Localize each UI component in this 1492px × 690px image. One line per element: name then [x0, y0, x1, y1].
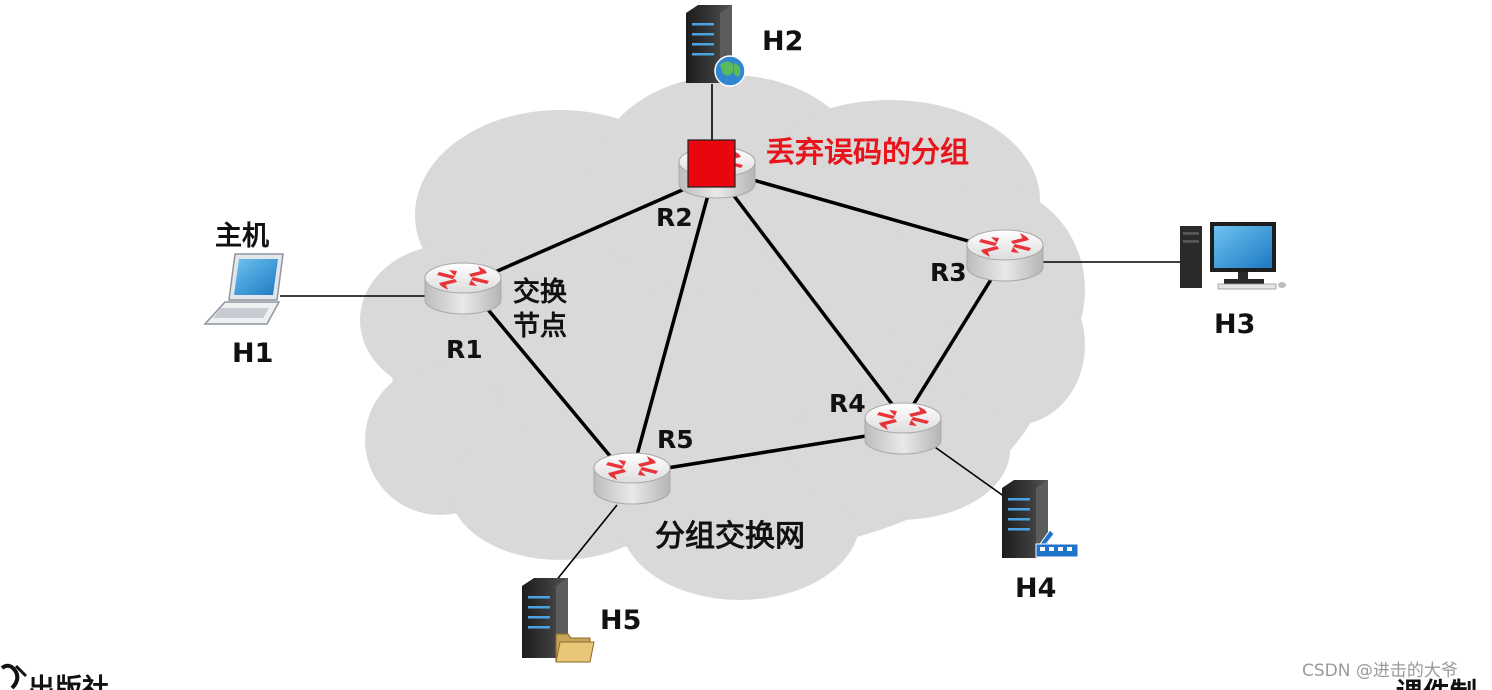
publisher-label: 出版社 [28, 673, 109, 690]
router-label-r1: R1 [446, 335, 483, 364]
drop-error-packet-label: 丢弃误码的分组 [766, 135, 969, 169]
host-label-h3: H3 [1214, 309, 1255, 340]
link-h5-r5 [554, 504, 618, 583]
host-label-h2: H2 [762, 26, 803, 57]
router-r4 [864, 402, 942, 455]
folder-icon [555, 633, 595, 663]
host-label-h4: H4 [1015, 573, 1056, 604]
link-r2-r5 [632, 193, 710, 468]
link-r3-r4 [903, 263, 1002, 420]
link-r1-r5 [478, 298, 622, 470]
publisher-logo-icon [0, 663, 28, 690]
router-label-r5: R5 [657, 425, 694, 454]
desktop-computer-icon [1180, 222, 1286, 290]
switching-node-label-line2: 节点 [513, 311, 567, 342]
dropped-packet-marker [687, 139, 736, 188]
laptop-icon [203, 253, 284, 325]
packet-switching-network-label: 分组交换网 [655, 519, 805, 554]
link-h4-r4 [924, 439, 1006, 498]
host-caption: 主机 [215, 221, 269, 252]
router-links [468, 170, 1002, 475]
switching-node-label: 交换 节点 [513, 276, 576, 342]
router-label-r3: R3 [930, 258, 967, 287]
router-r3 [966, 229, 1044, 282]
web-server-icon [686, 5, 746, 87]
file-server-icon [522, 578, 595, 663]
host-label-h5: H5 [600, 605, 641, 636]
host-label-h1: H1 [232, 338, 273, 369]
packet-switching-cloud [360, 75, 1085, 600]
courseware-label: 课件制 [1396, 678, 1477, 690]
router-label-r2: R2 [656, 203, 693, 232]
router-label-r4: R4 [829, 389, 866, 418]
link-r2-r4 [720, 178, 900, 414]
router-r5 [593, 452, 671, 505]
watermark: CSDN @进击的大爷 [1302, 661, 1458, 681]
link-r2-r3 [723, 170, 1002, 252]
router-r1 [424, 262, 502, 315]
film-strip-icon [1035, 529, 1079, 558]
switching-node-label-line1: 交换 [513, 276, 568, 308]
media-server-icon [1002, 480, 1079, 558]
host-links [280, 84, 1200, 583]
link-r4-r5 [634, 428, 905, 475]
link-r1-r2 [468, 178, 707, 285]
